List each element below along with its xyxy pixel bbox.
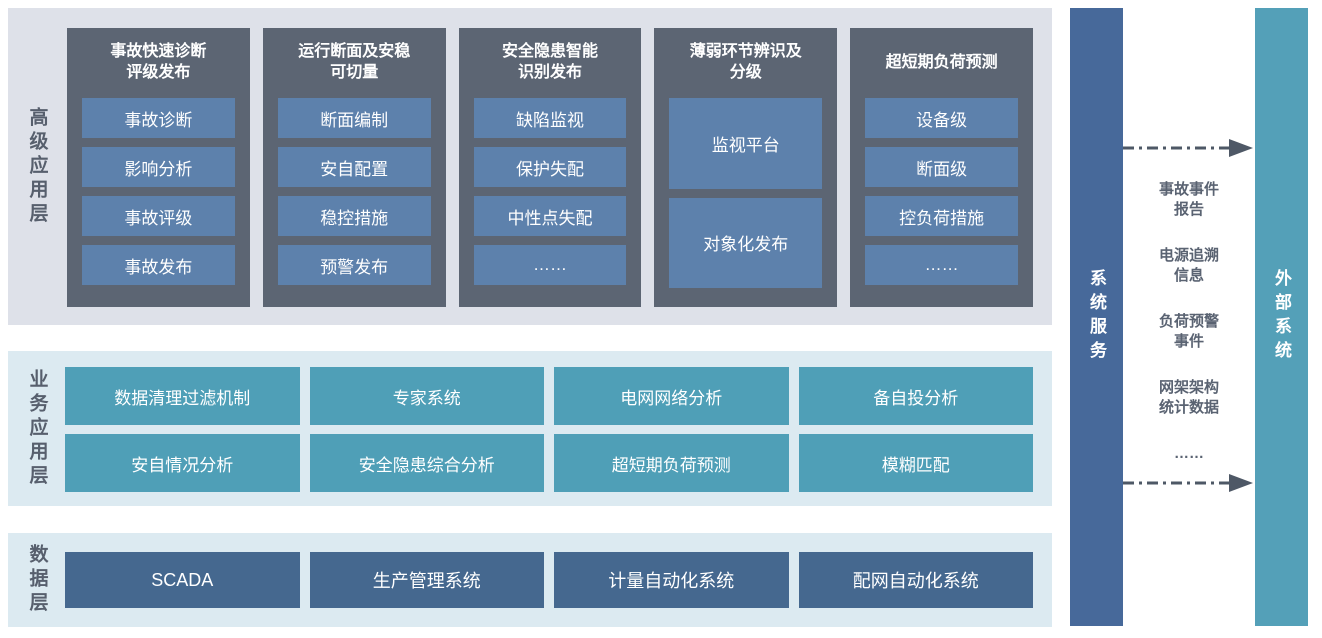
exchange-item-list: 事故事件 报告 电源追溯 信息 负荷预警 事件 网架架构 统计数据 ……	[1123, 180, 1255, 463]
diagram-node: 安自配置	[277, 147, 431, 187]
diagram-node: ……	[473, 245, 627, 285]
diagram-node: 控负荷措施	[865, 196, 1018, 236]
diagram-node: 设备级	[865, 98, 1018, 138]
diagram-node: 保护失配	[473, 147, 627, 187]
layer-label-business: 业务应用层	[26, 368, 48, 489]
exchange-item: 负荷预警 事件	[1158, 312, 1219, 350]
diagram-node: ……	[865, 245, 1018, 285]
diagram-node: 备自投分析	[798, 367, 1033, 425]
advanced-columns: 事故快速诊断 评级发布 事故诊断 影响分析 事故评级 事故发布 运行断面及安稳 …	[67, 28, 1033, 307]
layer-label-data: 数据层	[26, 544, 48, 616]
column-items: 监视平台 对象化发布	[669, 98, 823, 288]
diagram-node: 模糊匹配	[798, 434, 1033, 492]
data-layer-section: 数据层 SCADA 生产管理系统 计量自动化系统 配网自动化系统	[8, 533, 1052, 627]
column-items: 设备级 断面级 控负荷措施 ……	[865, 98, 1018, 288]
exchange-item: 事故事件 报告	[1158, 181, 1219, 218]
data-grid: SCADA 生产管理系统 计量自动化系统 配网自动化系统	[65, 552, 1033, 608]
diagram-node: 专家系统	[309, 367, 544, 425]
system-service-bar: 系统服务	[1070, 8, 1123, 626]
diagram-node: 安全隐患综合分析	[309, 434, 544, 492]
diagram-node: 稳控措施	[277, 196, 431, 236]
column-items: 事故诊断 影响分析 事故评级 事故发布	[82, 98, 235, 288]
dashed-arrow-right-icon	[1123, 474, 1253, 492]
diagram-node: 预警发布	[277, 245, 431, 285]
diagram-node: 断面编制	[277, 98, 431, 138]
diagram-node: 配网自动化系统	[798, 552, 1033, 608]
advanced-application-layer-section: 高级应用层 事故快速诊断 评级发布 事故诊断 影响分析 事故评级 事故发布 运行…	[8, 8, 1052, 325]
column-items: 断面编制 安自配置 稳控措施 预警发布	[277, 98, 431, 288]
layer-label-advanced: 高级应用层	[26, 106, 48, 227]
column-title: 超短期负荷预测	[885, 53, 998, 71]
column-title: 事故快速诊断 评级发布	[110, 43, 207, 81]
business-application-layer-section: 业务应用层 数据清理过滤机制 专家系统 电网网络分析 备自投分析 安自情况分析 …	[8, 351, 1052, 506]
column-title: 安全隐患智能 识别发布	[501, 43, 598, 81]
column-title: 运行断面及安稳 可切量	[298, 43, 411, 81]
column-load-forecast: 超短期负荷预测 设备级 断面级 控负荷措施 ……	[850, 28, 1033, 307]
diagram-node: 缺陷监视	[473, 98, 627, 138]
column-items: 缺陷监视 保护失配 中性点失配 ……	[473, 98, 627, 288]
diagram-node: 数据清理过滤机制	[65, 367, 300, 425]
service-exchange-area: 事故事件 报告 电源追溯 信息 负荷预警 事件 网架架构 统计数据 ……	[1123, 8, 1255, 626]
diagram-node: 电网网络分析	[554, 367, 789, 425]
diagram-node: SCADA	[65, 552, 300, 608]
diagram-node: 安自情况分析	[65, 434, 300, 492]
diagram-node: 计量自动化系统	[554, 552, 789, 608]
diagram-node: 影响分析	[82, 147, 235, 187]
business-grid: 数据清理过滤机制 专家系统 电网网络分析 备自投分析 安自情况分析 安全隐患综合…	[65, 367, 1033, 492]
diagram-node: 事故评级	[82, 196, 235, 236]
external-system-bar: 外部系统	[1255, 8, 1308, 626]
exchange-item: 电源追溯 信息	[1158, 246, 1219, 284]
column-hidden-danger: 安全隐患智能 识别发布 缺陷监视 保护失配 中性点失配 ……	[458, 28, 642, 307]
diagram-node: 超短期负荷预测	[554, 434, 789, 492]
diagram-node: 监视平台	[669, 98, 823, 189]
exchange-item: 网架架构 统计数据	[1158, 378, 1219, 416]
diagram-node: 对象化发布	[669, 197, 823, 288]
diagram-node: 事故诊断	[82, 98, 235, 138]
column-weak-link: 薄弱环节辨识及 分级 监视平台 对象化发布	[654, 28, 838, 307]
column-accident-diagnosis: 事故快速诊断 评级发布 事故诊断 影响分析 事故评级 事故发布	[67, 28, 250, 307]
diagram-node: 生产管理系统	[309, 552, 544, 608]
column-operation-section: 运行断面及安稳 可切量 断面编制 安自配置 稳控措施 预警发布	[262, 28, 446, 307]
diagram-node: 断面级	[865, 147, 1018, 187]
diagram-node: 事故发布	[82, 245, 235, 285]
diagram-node: 中性点失配	[473, 196, 627, 236]
column-title: 薄弱环节辨识及 分级	[689, 43, 802, 81]
dashed-arrow-right-icon	[1123, 139, 1253, 157]
exchange-item-ellipsis: ……	[1174, 444, 1204, 462]
